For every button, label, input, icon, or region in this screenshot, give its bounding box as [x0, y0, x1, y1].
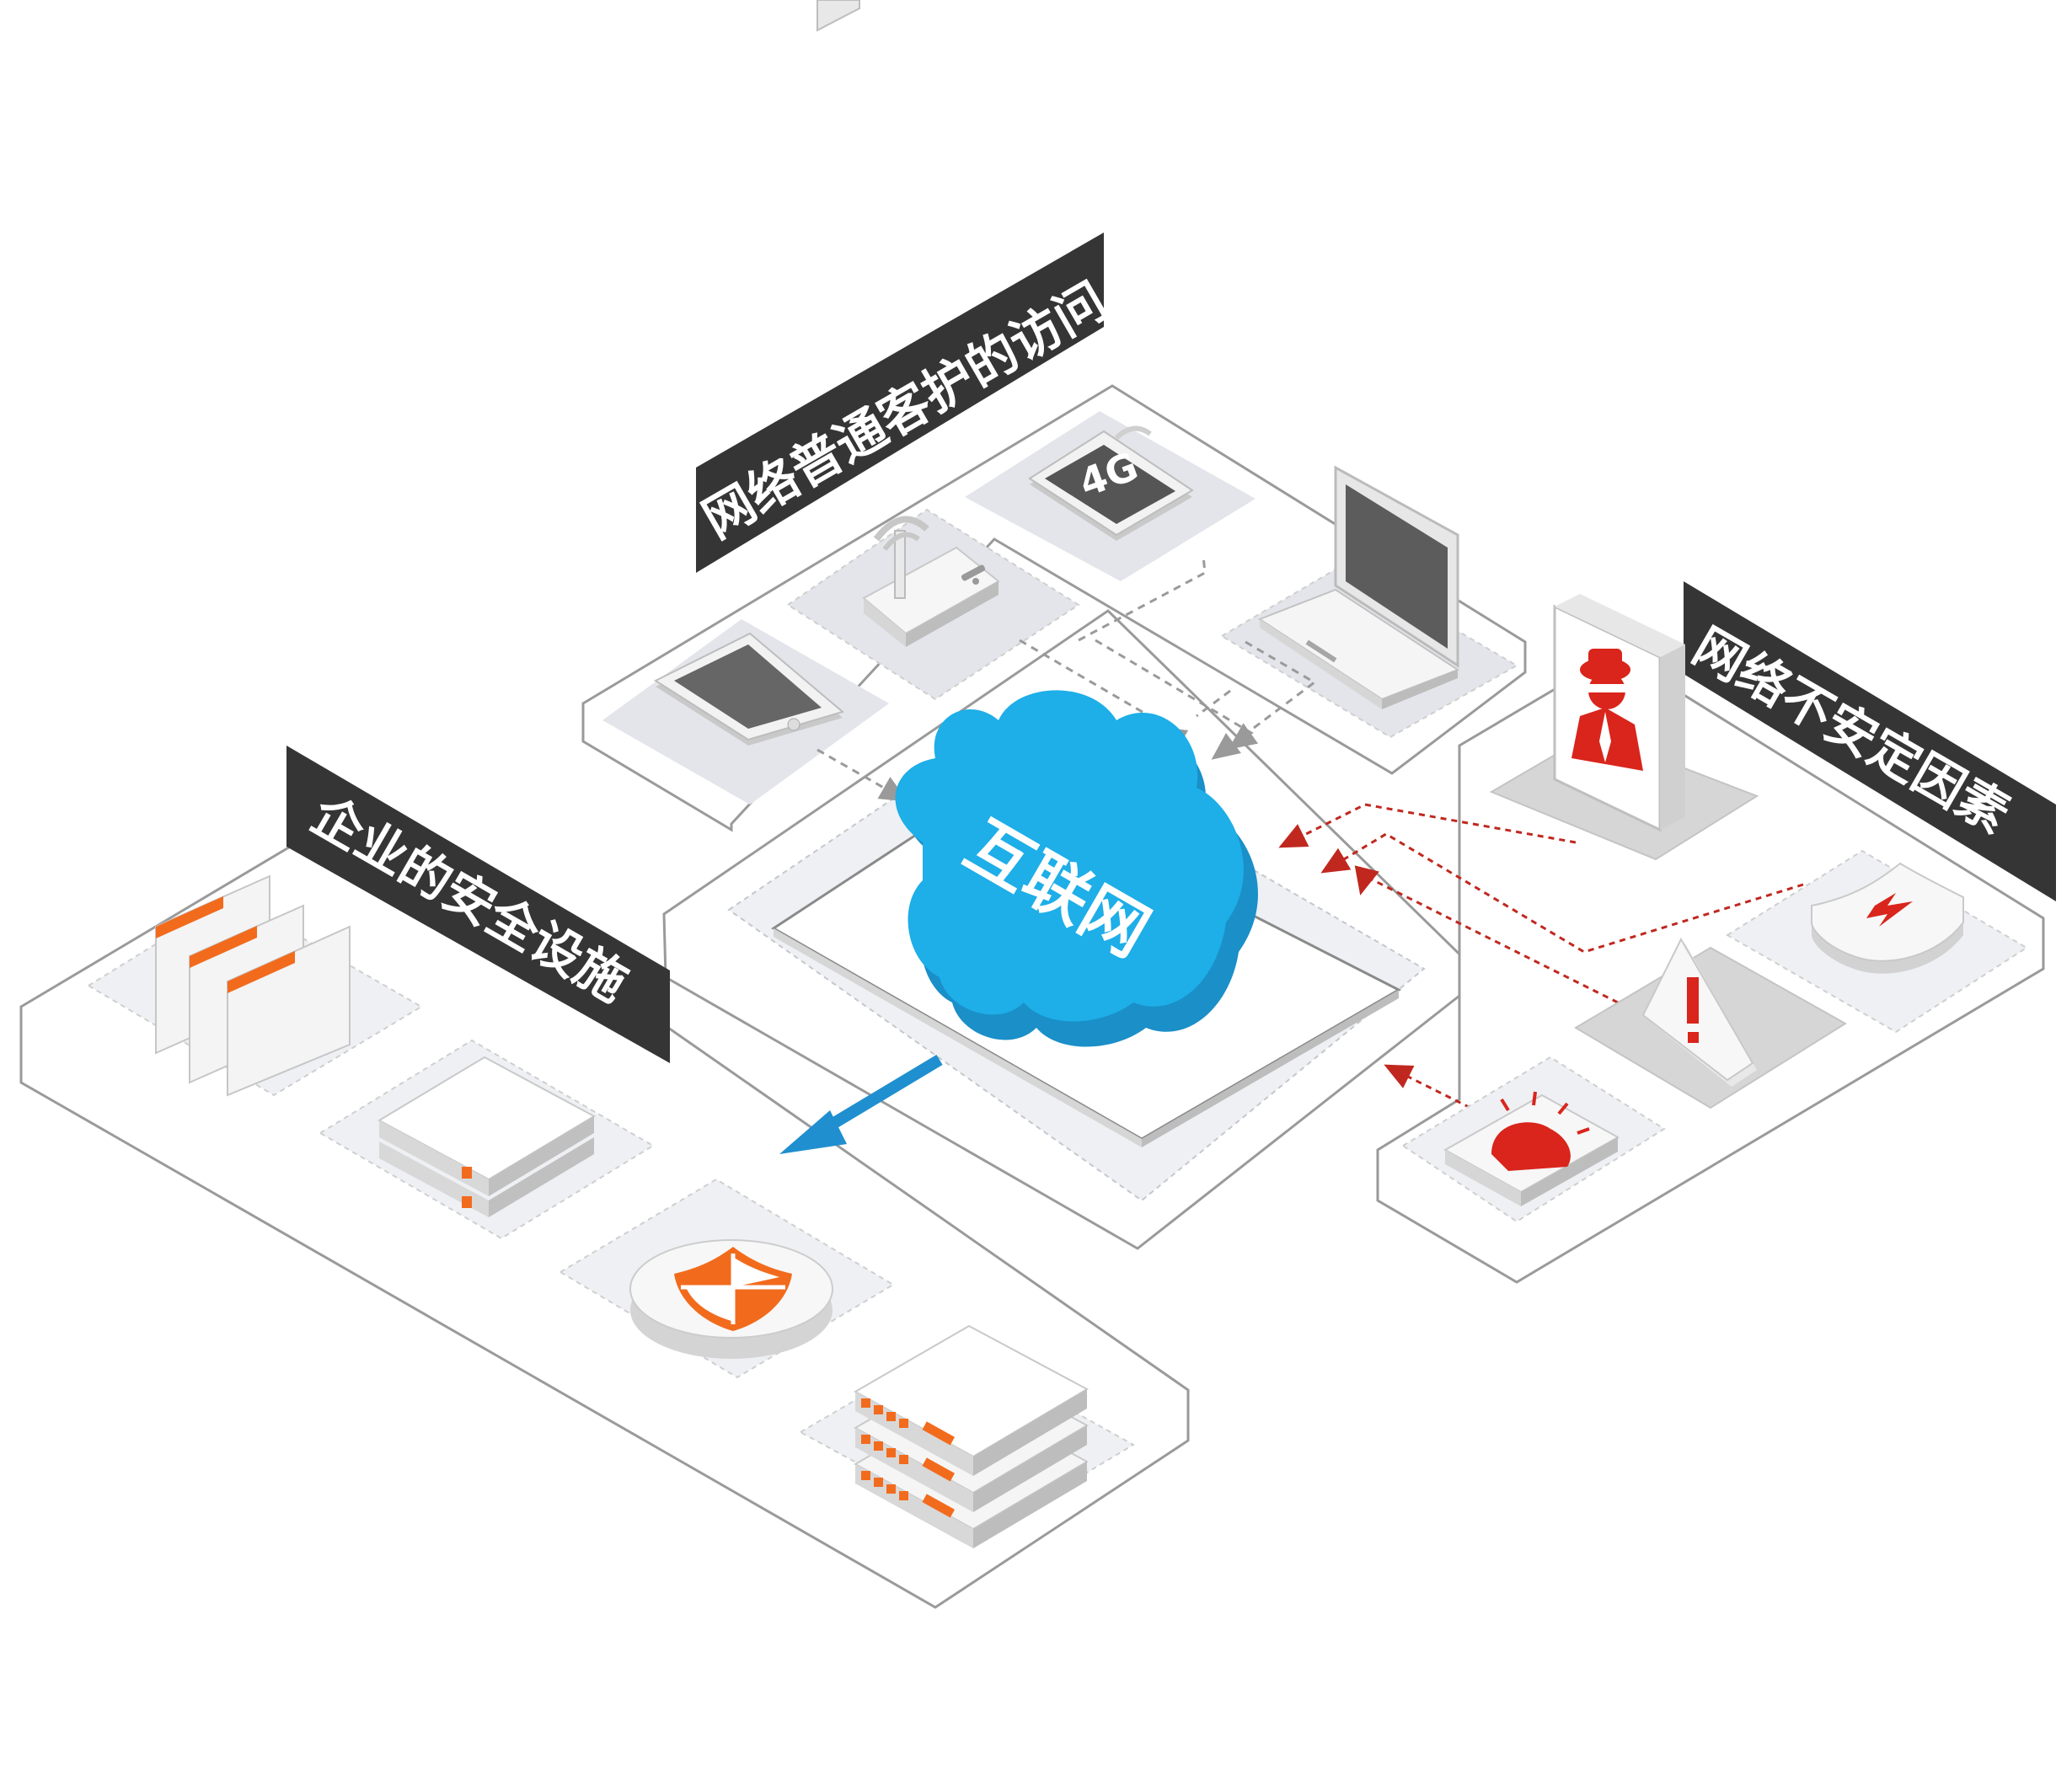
- folders-icon: [87, 874, 423, 1097]
- tablet-icon: [602, 619, 889, 805]
- alarm-icon: [1401, 1056, 1666, 1223]
- blue-arrow: [779, 1054, 943, 1154]
- top-fragment: [816, 0, 860, 32]
- 4g-tablet-icon: 4G: [965, 411, 1256, 581]
- hacker-icon: [1489, 594, 1759, 861]
- warning-icon: [1574, 937, 1847, 1109]
- internet-cloud: 互联网: [895, 690, 1258, 1047]
- server-rack-icon: [798, 1324, 1135, 1548]
- threat-connection-lines: [1278, 803, 1804, 1109]
- server-icon: [319, 1039, 655, 1240]
- lightning-shield-icon: [1726, 849, 2028, 1034]
- laptop-icon: [1220, 465, 1519, 739]
- shield-icon: [559, 1178, 895, 1379]
- wifi-router-icon: [786, 508, 1080, 701]
